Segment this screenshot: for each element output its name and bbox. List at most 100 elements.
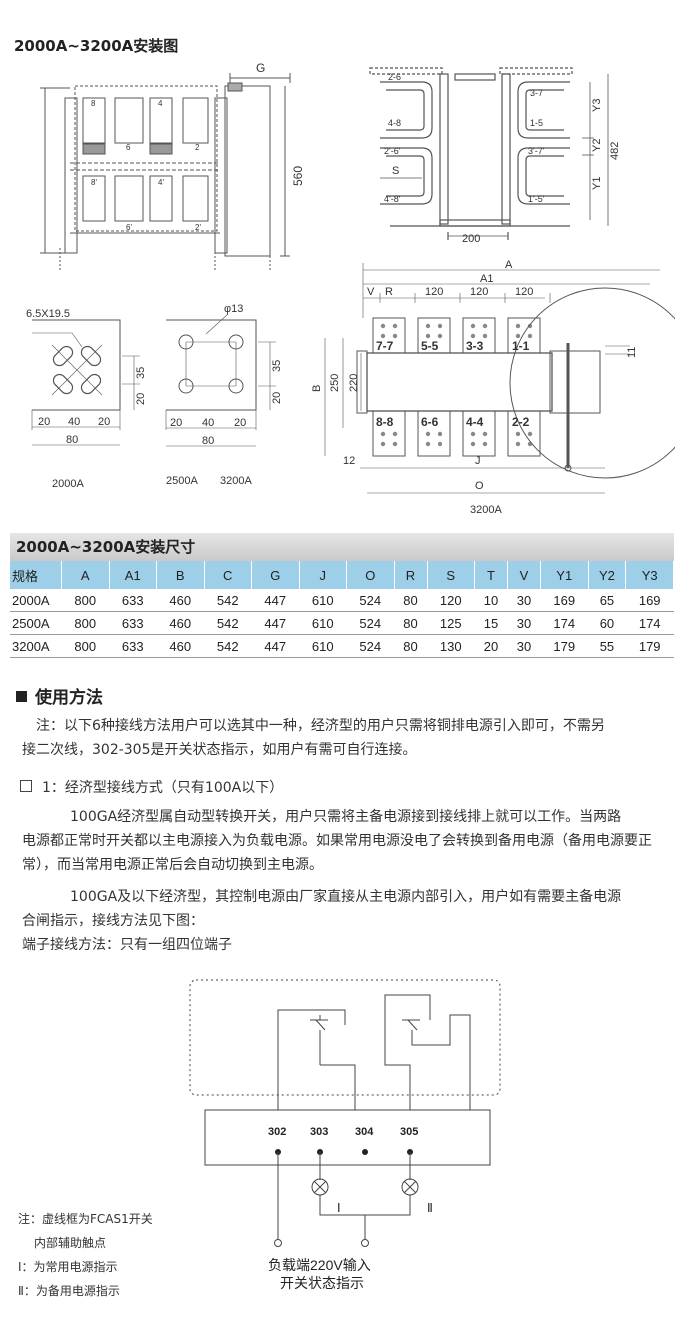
paragraph-line: 常），而当常用电源正常后会自动切换到主电源。 xyxy=(22,857,323,873)
busbar-label: 4'-8' xyxy=(384,194,401,204)
paragraph-line: 合闸指示，接线方法见下图： xyxy=(22,913,204,929)
busbar-label: 1'-5' xyxy=(528,194,545,204)
table-cell: 460 xyxy=(156,589,204,612)
terminal-303: 303 xyxy=(310,1126,328,1138)
caption-3200a: 3200A xyxy=(220,475,252,487)
table-cell: 524 xyxy=(346,611,394,635)
dimension-table: 规格 A A1 B C G J O R S T V Y1 Y2 Y3 2000A… xyxy=(10,561,674,658)
dim-20: 20 xyxy=(234,417,246,429)
busbar-label: 3-7 xyxy=(530,88,543,98)
paragraph-line: 100GA及以下经济型，其控制电源由厂家直接从主电源内部引入，用户如有需要主备电… xyxy=(70,889,622,905)
hole-diameter-label: φ13 xyxy=(224,303,243,315)
dim-v: V xyxy=(367,286,375,298)
table-cell: 447 xyxy=(251,589,299,612)
table-cell: 125 xyxy=(427,611,475,635)
table-cell: 447 xyxy=(251,611,299,635)
install-drawing-title: 2000A~3200A安装图 xyxy=(14,37,179,55)
dim-a1: A1 xyxy=(480,273,493,285)
table-cell: 130 xyxy=(427,634,475,658)
table-cell: 800 xyxy=(61,611,109,635)
busbar-label: 4-8 xyxy=(388,118,401,128)
dim-35: 35 xyxy=(271,360,283,372)
table-header: G xyxy=(251,561,300,589)
caption-2000a: 2000A xyxy=(52,478,84,490)
table-cell: 460 xyxy=(156,611,204,635)
dim-y2: Y2 xyxy=(591,139,603,152)
paragraph-line: 100GA经济型属自动型转换开关，用户只需将主备电源接到接线排上就可以工作。当两… xyxy=(70,809,622,825)
table-header: Y1 xyxy=(540,561,589,589)
checkbox-square-icon xyxy=(20,780,32,792)
note-line: Ⅰ：为常用电源指示 xyxy=(18,1260,118,1274)
table-cell: 10 xyxy=(474,589,508,612)
table-cell: 542 xyxy=(204,634,252,658)
table-cell: 169 xyxy=(625,589,674,612)
table-cell: 174 xyxy=(625,611,674,635)
table-cell: 55 xyxy=(588,634,626,658)
table-header: A1 xyxy=(109,561,157,589)
paragraph-line: 端子接线方法：只有一组四位端子 xyxy=(22,937,232,953)
pole-label: 2 xyxy=(195,143,200,152)
dimension-table-section: 2000A~3200A安装尺寸 规格 A A1 B C G J O R S T … xyxy=(10,533,674,658)
dim-560: 560 xyxy=(291,166,305,186)
busbar-label: 3'-7' xyxy=(528,146,545,156)
dim-40: 40 xyxy=(68,416,80,428)
busbar-side-drawing: 2-6 4-8 2'-6' 4'-8' 3-7 1-5 3'-7' 1'-5' … xyxy=(369,67,620,245)
table-cell: 610 xyxy=(299,634,347,658)
table-cell: 542 xyxy=(204,589,252,612)
pitch-120: 120 xyxy=(470,286,488,298)
table-cell: 30 xyxy=(507,634,541,658)
table-cell: 610 xyxy=(299,611,347,635)
usage-note: 注：以下6种接线方法用户可以选其中一种，经济型的用户只需将铜排电源引入即可，不需… xyxy=(22,714,676,762)
pitch-120: 120 xyxy=(425,286,443,298)
pole-label: 2' xyxy=(195,223,201,232)
dim-80: 80 xyxy=(202,435,214,447)
table-cell: 179 xyxy=(625,634,674,658)
hole-pattern-2000a: 6.5X19.5 35 20 20 40 20 80 2000A xyxy=(26,308,147,490)
table-header: A xyxy=(61,561,110,589)
pad-label: 5-5 xyxy=(421,339,439,353)
diagram-notes: 注：虚线框为FCAS1开关 内部辅助触点 Ⅰ：为常用电源指示 Ⅱ：为备用电源指示 xyxy=(18,1207,153,1303)
dim-482: 482 xyxy=(609,142,620,160)
table-cell: 447 xyxy=(251,634,299,658)
dim-200: 200 xyxy=(462,233,480,245)
usage-paragraph-1: 100GA经济型属自动型转换开关，用户只需将主备电源接到接线排上就可以工作。当两… xyxy=(22,805,672,877)
terminal-304: 304 xyxy=(355,1126,374,1138)
busbar-label: 2-6 xyxy=(388,72,401,82)
usage-heading: 使用方法 xyxy=(16,683,103,708)
dim-11: 11 xyxy=(626,347,638,358)
pole-label: 6 xyxy=(126,143,131,152)
table-cell: 80 xyxy=(394,611,427,635)
table-cell: 610 xyxy=(299,589,347,612)
caption-3200a: 3200A xyxy=(470,504,502,516)
dim-r: R xyxy=(385,286,393,298)
dim-40: 40 xyxy=(202,417,214,429)
table-cell: 80 xyxy=(394,634,427,658)
lamp-1-label: Ⅰ xyxy=(337,1201,341,1215)
pad-label: 7-7 xyxy=(376,339,394,353)
table-cell: 2500A xyxy=(10,611,62,635)
dim-y3: Y3 xyxy=(591,99,603,112)
lamp-2-label: Ⅱ xyxy=(427,1201,433,1215)
busbar-label: 1-5 xyxy=(530,118,543,128)
auxiliary-contact-box xyxy=(189,979,501,1096)
table-cell: 65 xyxy=(588,589,626,612)
pad-label: 6-6 xyxy=(421,415,439,429)
table-header: 规格 xyxy=(10,561,62,589)
pole-label: 4 xyxy=(158,99,163,108)
terminal-302: 302 xyxy=(268,1126,286,1138)
usage-item-1-label: 1：经济型接线方式（只有100A以下） xyxy=(42,780,284,796)
table-cell: 2000A xyxy=(10,589,62,612)
dim-20: 20 xyxy=(271,392,283,404)
pitch-120: 120 xyxy=(515,286,533,298)
pad-label: 1-1 xyxy=(512,339,530,353)
dim-g: G xyxy=(256,61,265,75)
table-header: V xyxy=(507,561,541,589)
table-cell: 15 xyxy=(474,611,508,635)
table-cell: 120 xyxy=(427,589,475,612)
pole-label: 8 xyxy=(91,99,96,108)
note-line: Ⅱ：为备用电源指示 xyxy=(18,1284,120,1298)
paragraph-line: 电源都正常时开关都以主电源接入为负载电源。如果常用电源没电了会转换到备用电源（备… xyxy=(22,833,652,849)
usage-note-line: 接二次线，302-305是开关状态指示，如用户有需可自行连接。 xyxy=(22,742,417,758)
